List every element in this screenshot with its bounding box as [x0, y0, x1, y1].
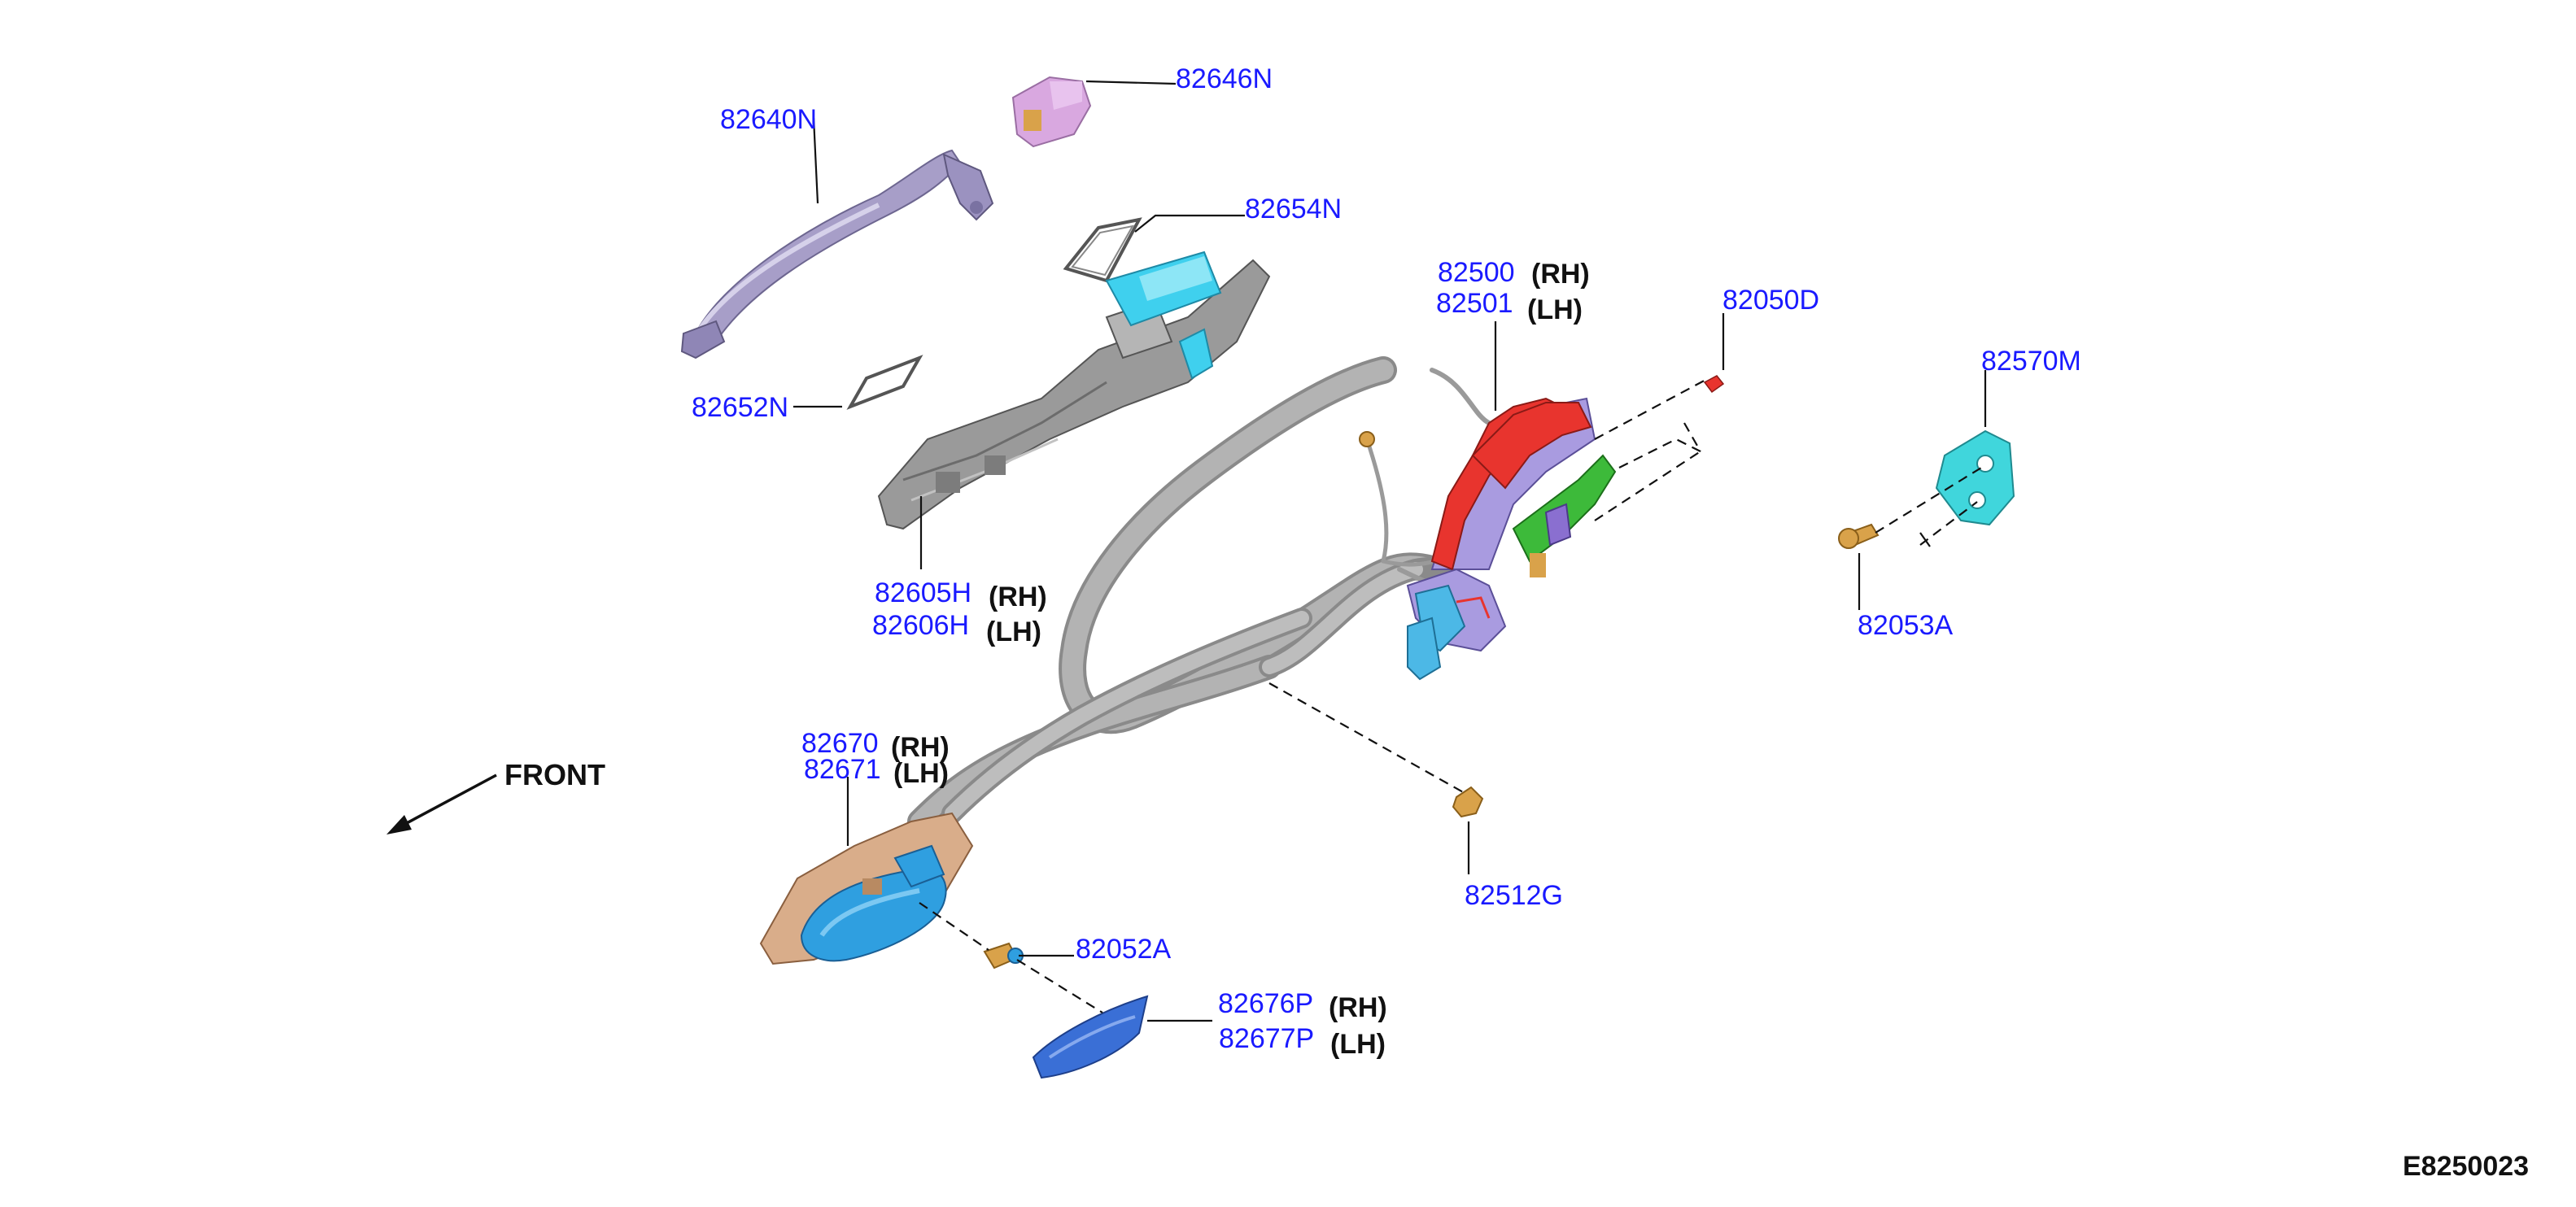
label-82606H-side: (LH) [986, 617, 1041, 647]
label-82501: 82501 [1436, 288, 1513, 319]
handle-frame [877, 251, 1271, 530]
label-82606H: 82606H [872, 610, 969, 641]
label-82501-side: (LH) [1527, 294, 1583, 325]
label-82500-side: (RH) [1531, 259, 1590, 290]
label-82654N: 82654N [1245, 194, 1342, 224]
label-82671-side: (LH) [893, 758, 949, 789]
front-gasket [1063, 217, 1142, 283]
label-82050D: 82050D [1722, 285, 1819, 316]
rear-gasket [846, 355, 923, 410]
part-labels: 82640N 82646N 82654N 82652N 82605H (RH) … [504, 63, 2529, 1182]
label-82052A: 82052A [1076, 934, 1172, 965]
handle-screw-82052A [983, 942, 1024, 970]
handle-cover [1032, 995, 1149, 1079]
lock-screw-82050D [1703, 375, 1725, 394]
cable-clip-82512G [1452, 786, 1484, 818]
drawing-code: E8250023 [2403, 1151, 2529, 1182]
label-82652N: 82652N [692, 392, 788, 423]
outside-door-handle [680, 149, 994, 359]
label-82677P-side: (LH) [1330, 1029, 1386, 1060]
label-82512G: 82512G [1465, 880, 1563, 911]
door-striker [1935, 429, 2015, 526]
inside-door-handle [759, 812, 974, 965]
label-82646N: 82646N [1176, 63, 1273, 94]
striker-bolt [1838, 523, 1880, 549]
front-label: FRONT [504, 758, 605, 791]
label-82500: 82500 [1438, 257, 1515, 288]
handle-escutcheon [1011, 76, 1092, 148]
label-82570M: 82570M [1981, 346, 2081, 377]
label-82640N: 82640N [720, 104, 817, 135]
label-82605H-side: (RH) [989, 582, 1047, 612]
label-82677P: 82677P [1219, 1023, 1314, 1054]
lock-cables [907, 356, 1491, 834]
label-82670-side: (RH) [891, 732, 950, 763]
label-82676P-side: (RH) [1329, 992, 1387, 1023]
label-82605H: 82605H [875, 577, 971, 608]
assembly-lines [919, 377, 1986, 1013]
leader-lines [793, 80, 1987, 1022]
door-lock-actuator [1406, 397, 1617, 681]
label-82670: 82670 [801, 728, 879, 759]
label-82053A: 82053A [1858, 610, 1954, 641]
label-82671: 82671 [804, 754, 881, 785]
label-82676P: 82676P [1218, 988, 1313, 1019]
front-direction-arrow [386, 773, 497, 834]
rod-clip [1359, 431, 1375, 447]
